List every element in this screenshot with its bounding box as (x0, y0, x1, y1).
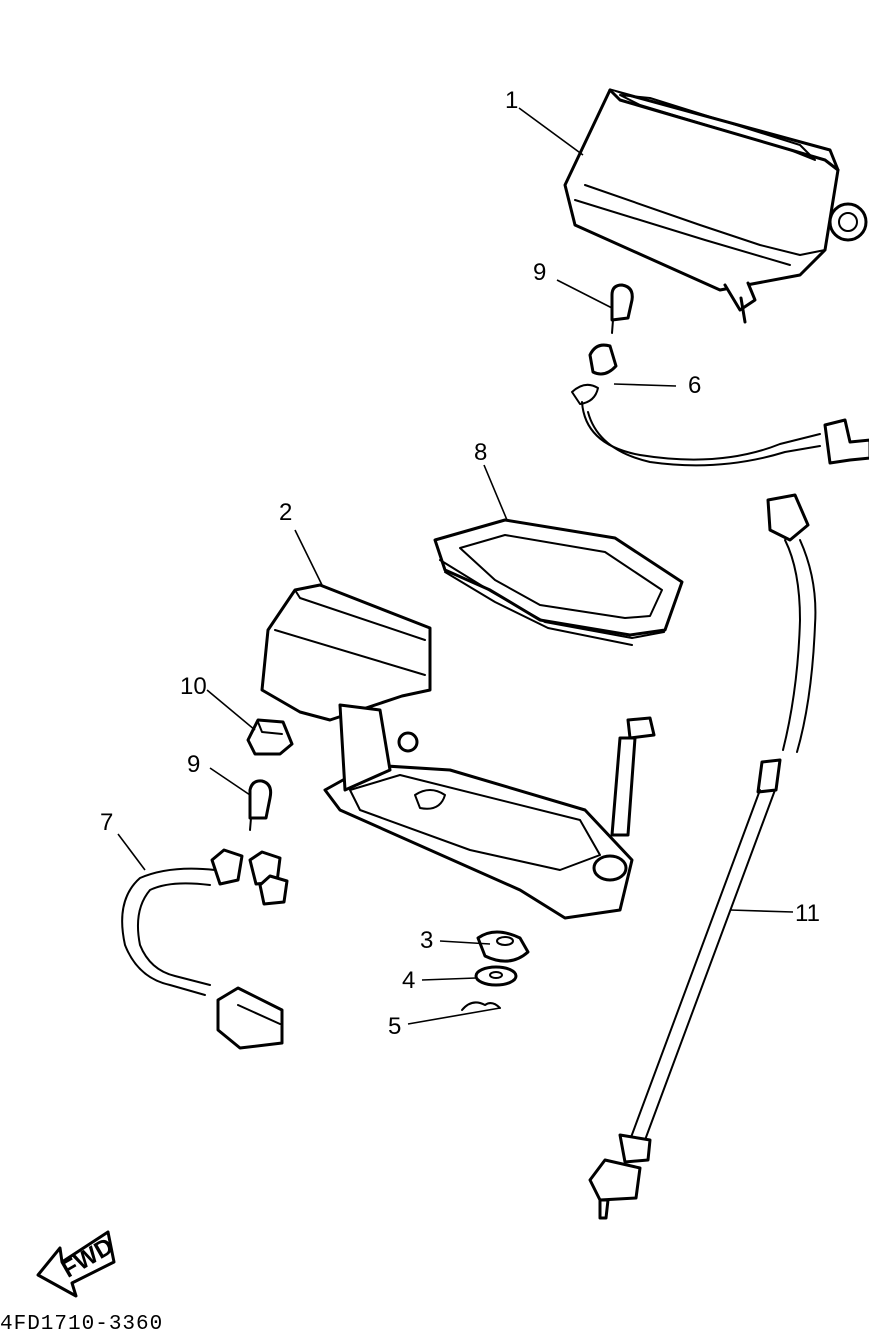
bulb-upper (610, 283, 634, 334)
callout-7: 7 (100, 809, 113, 836)
callouts: 1 2 3 4 5 6 7 8 9 9 10 11 (100, 87, 820, 1040)
callout-1: 1 (505, 87, 518, 114)
callout-5: 5 (388, 1013, 401, 1040)
grommet (476, 930, 530, 963)
callout-10: 10 (180, 673, 207, 700)
socket-cord-lower (121, 848, 289, 1050)
speedometer-cable (588, 493, 817, 1220)
bulb-lower (248, 779, 273, 831)
callout-11: 11 (795, 900, 820, 927)
clip (461, 1001, 501, 1011)
washer (474, 965, 518, 987)
callout-9-upper: 9 (533, 259, 546, 286)
meter-housing-bracket (260, 583, 634, 920)
callout-8: 8 (474, 439, 487, 466)
socket-cord-upper (571, 343, 869, 467)
leader-lines (117, 107, 794, 1025)
bulb-socket (246, 718, 294, 756)
callout-3: 3 (420, 927, 433, 954)
forward-arrow-icon: FWD (36, 1230, 118, 1298)
meter-assembly (563, 88, 868, 324)
callout-2: 2 (279, 499, 292, 526)
callout-6: 6 (688, 372, 701, 399)
callout-9-lower: 9 (187, 751, 200, 778)
meter-gasket (433, 518, 684, 646)
drawing-code: 4FD1710-3360 (0, 1313, 164, 1336)
bolt (610, 716, 656, 837)
callout-4: 4 (402, 967, 415, 994)
